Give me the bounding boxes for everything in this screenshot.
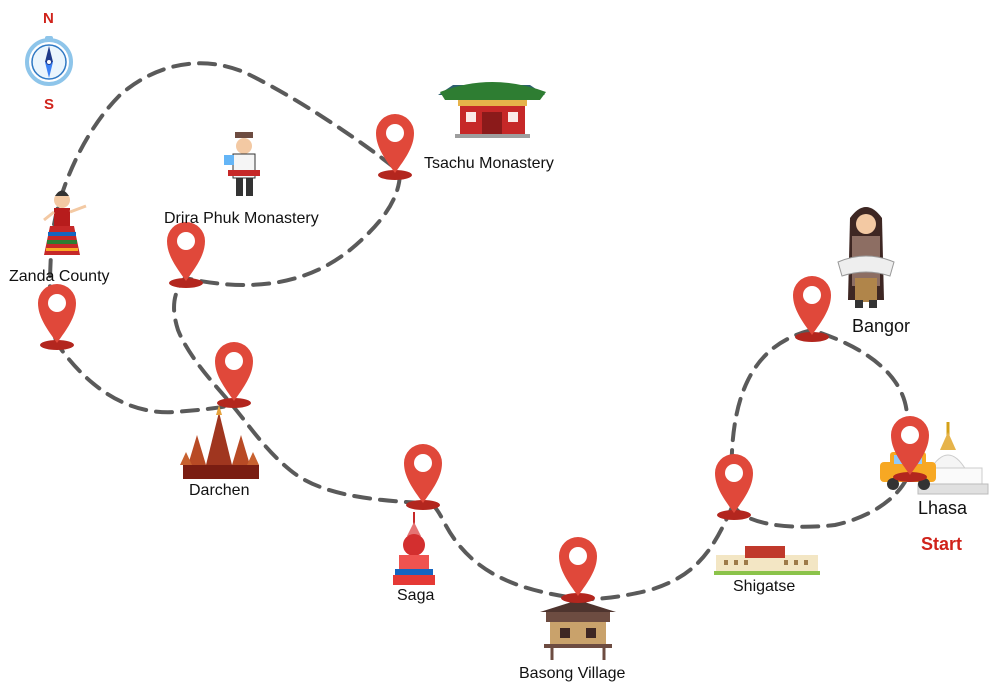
darchen-temple-icon: [180, 405, 259, 479]
saga-stupa-icon: [393, 512, 435, 585]
label-lhasa: Lhasa: [918, 498, 968, 518]
pin-shigatse-icon[interactable]: [715, 454, 753, 520]
shigatse-palace-icon: [714, 546, 820, 575]
zanda-dancer-icon: [43, 190, 87, 255]
label-drira-phuk-monastery: Drira Phuk Monastery: [164, 210, 319, 227]
compass-south: S: [44, 96, 55, 113]
pin-tsachu-monastery-icon[interactable]: [376, 114, 414, 180]
pin-zanda-county-icon[interactable]: [38, 284, 76, 350]
pin-basong-village-icon[interactable]: [559, 537, 597, 603]
route-path: [48, 61, 912, 602]
bangor-woman-icon: [837, 207, 895, 308]
lhasa-stupa-icon: [917, 422, 989, 495]
drira-person-icon: [224, 132, 260, 196]
pin-drira-phuk-icon[interactable]: [167, 222, 205, 288]
tsachu-monastery-icon: [438, 82, 546, 138]
label-tsachu-monastery: Tsachu Monastery: [424, 155, 554, 172]
start-label: Start: [921, 534, 963, 554]
label-darchen: Darchen: [189, 482, 250, 499]
label-basong-village: Basong Village: [519, 665, 626, 682]
basong-house-icon: [540, 600, 616, 660]
compass-north: N: [43, 10, 54, 27]
compass-icon: [25, 36, 73, 86]
label-bangor: Bangor: [852, 316, 911, 336]
pin-saga-icon[interactable]: [404, 444, 442, 510]
label-zanda-county: Zanda County: [9, 268, 110, 285]
label-saga: Saga: [397, 587, 435, 604]
label-shigatse: Shigatse: [733, 578, 796, 595]
pin-darchen-icon[interactable]: [215, 342, 253, 408]
